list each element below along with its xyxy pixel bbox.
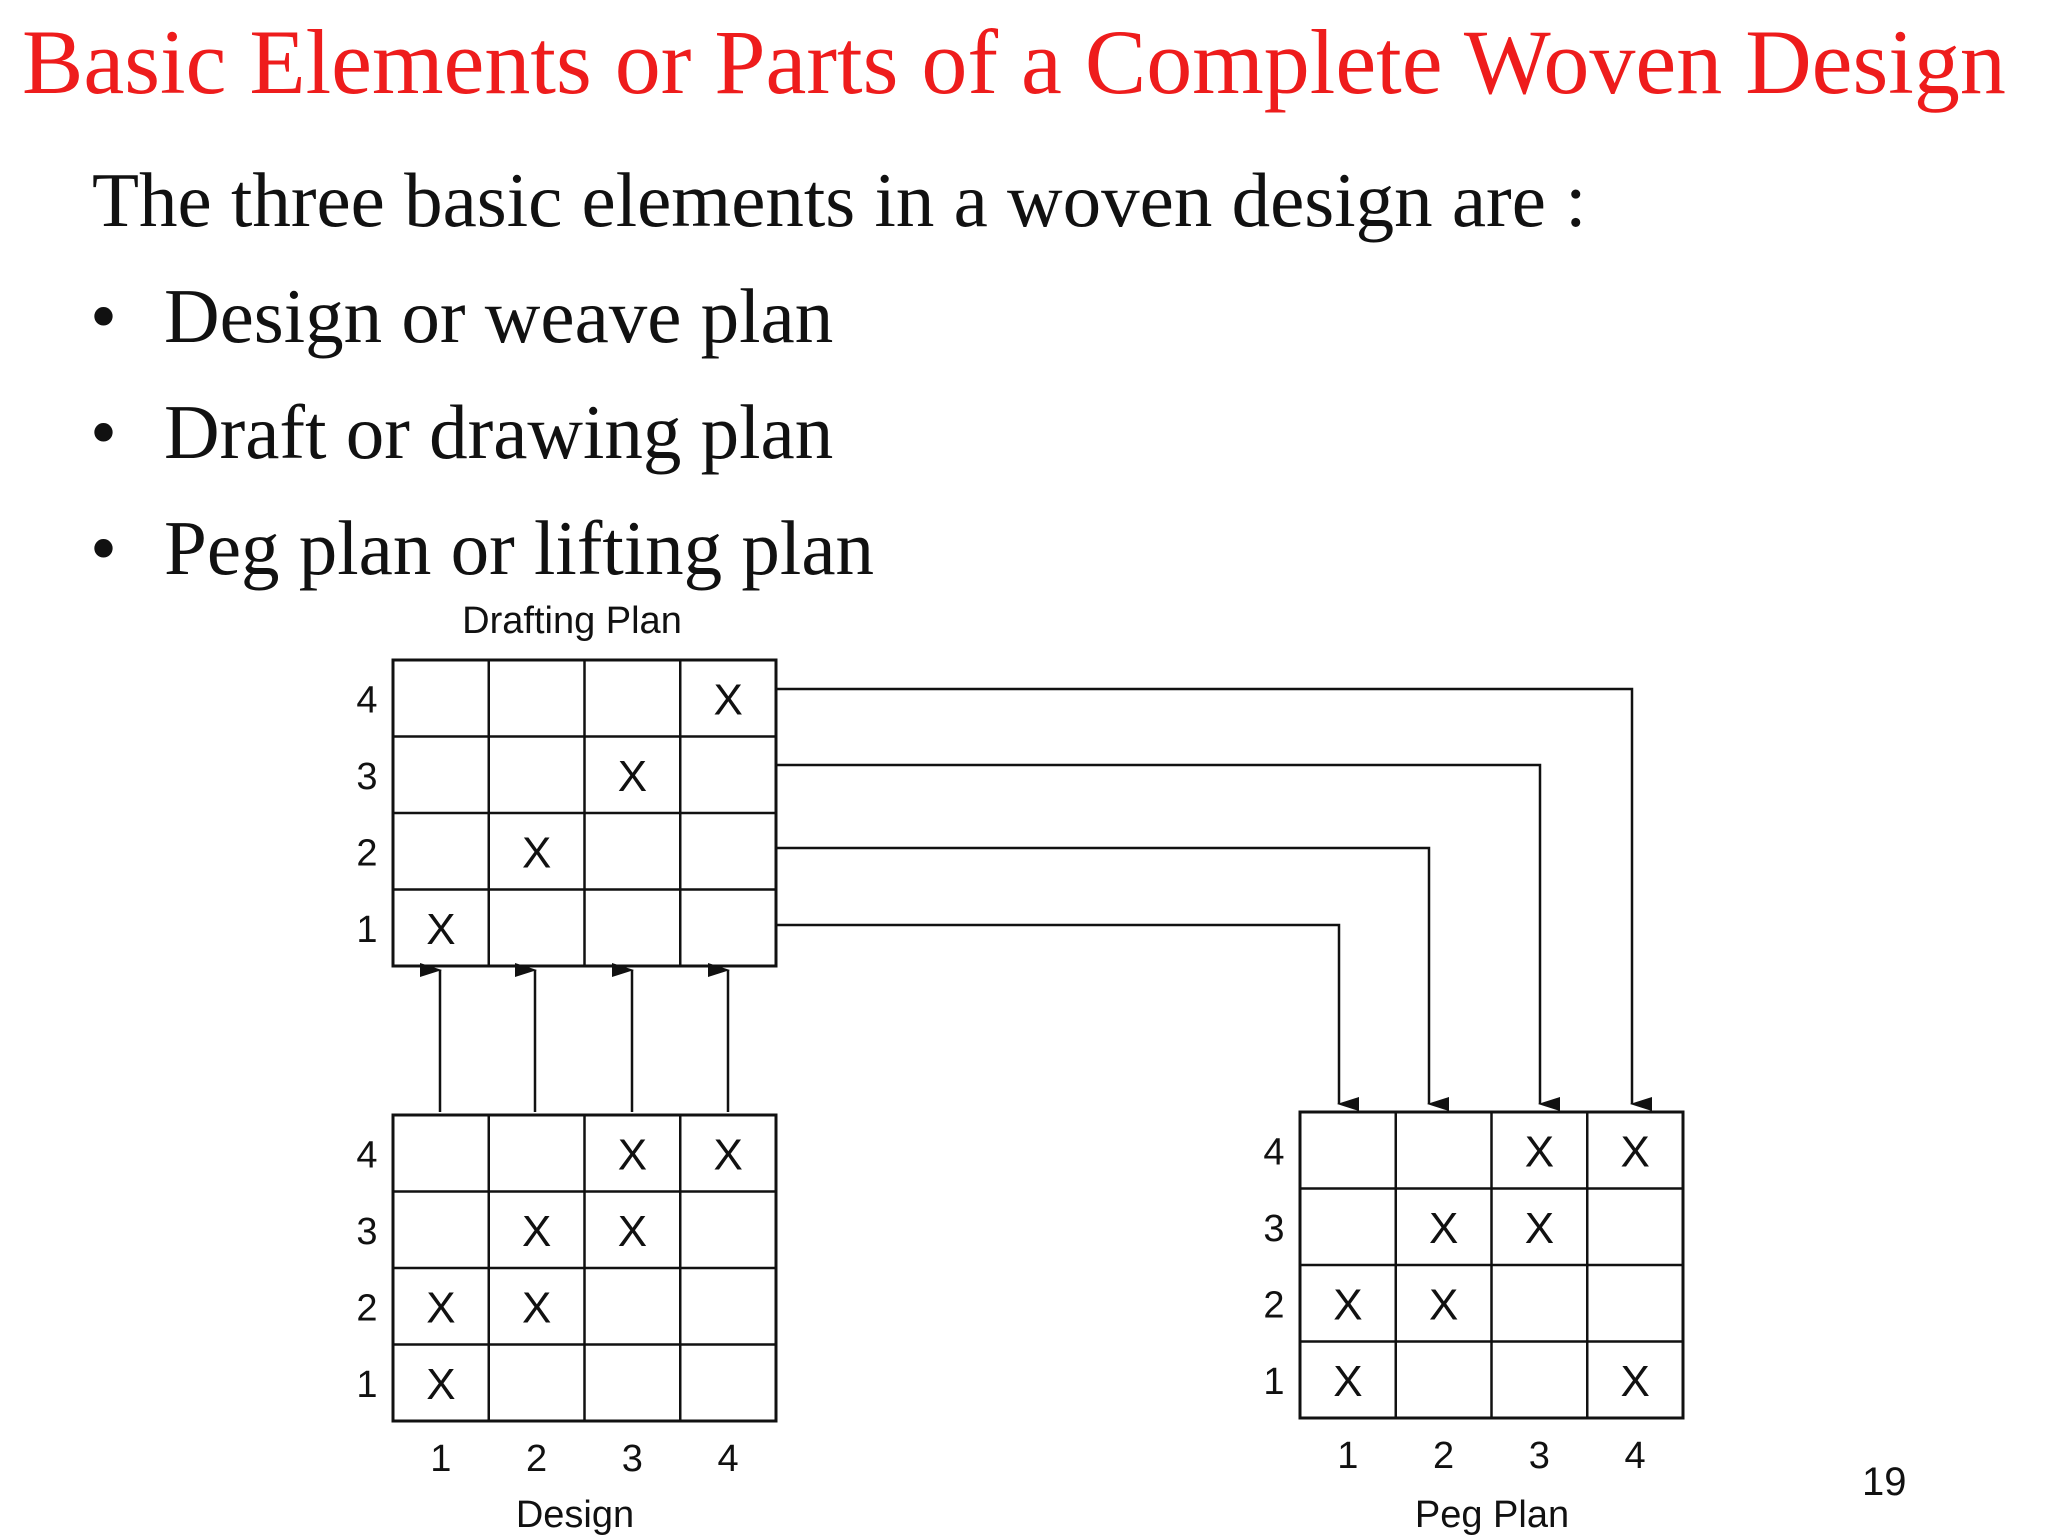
connector-shaft-1 (775, 923, 1359, 1111)
peg_plan-row-label: 3 (1263, 1208, 1284, 1250)
design-col-label: 3 (622, 1438, 643, 1480)
drafting_plan-row-label: 3 (356, 756, 377, 798)
page-number: 19 (1862, 1460, 1907, 1504)
bullet-dot: • (90, 505, 117, 591)
drafting-plan-title: Drafting Plan (462, 600, 682, 642)
drafting_plan-row-label: 1 (356, 909, 377, 951)
peg_plan-cell-r1-c4: X (1620, 1127, 1649, 1176)
drafting_plan-row-label: 2 (356, 832, 377, 874)
peg_plan-cell-r2-c3: X (1525, 1204, 1554, 1253)
design-title: Design (516, 1494, 634, 1536)
connector-shaft-2 (775, 846, 1449, 1111)
peg-plan-title: Peg Plan (1415, 1494, 1569, 1536)
peg_plan-col-label: 4 (1625, 1435, 1646, 1477)
bullet-text: Design or weave plan (164, 273, 834, 359)
bullet-dot: • (90, 273, 117, 359)
peg_plan-row-label: 2 (1263, 1284, 1284, 1326)
peg_plan-row-label: 4 (1263, 1131, 1284, 1173)
design-col-label: 1 (430, 1438, 451, 1480)
design-cell-r4-c1: X (426, 1360, 455, 1409)
peg_plan-row-label: 1 (1263, 1361, 1284, 1403)
design-cell-r2-c3: X (618, 1207, 647, 1256)
peg_plan-col-label: 3 (1529, 1435, 1550, 1477)
slide-title: Basic Elements or Parts of a Complete Wo… (22, 11, 2006, 113)
bullet-item-draft: •Draft or drawing plan (90, 394, 833, 471)
bullet-text: Peg plan or lifting plan (164, 505, 874, 591)
design-row-label: 3 (356, 1211, 377, 1253)
drafting_plan-row-label: 4 (356, 679, 377, 721)
connector-shaft-4 (775, 687, 1652, 1111)
connector-shaft-3 (775, 763, 1560, 1111)
bullet-item-peg: •Peg plan or lifting plan (90, 510, 874, 587)
peg_plan-cell-r2-c2: X (1429, 1204, 1458, 1253)
design-col-label: 2 (526, 1438, 547, 1480)
design-cell-r3-c1: X (426, 1283, 455, 1332)
design-cell-r1-c3: X (618, 1130, 647, 1179)
connector-arrows (420, 687, 1652, 1112)
design-row-label: 4 (356, 1134, 377, 1176)
bullet-dot: • (90, 389, 117, 475)
peg_plan-cell-r1-c3: X (1525, 1127, 1554, 1176)
peg_plan-cell-r3-c1: X (1333, 1280, 1362, 1329)
peg_plan-cell-r4-c1: X (1333, 1357, 1362, 1406)
design-row-label: 1 (356, 1364, 377, 1406)
bullet-item-design: •Design or weave plan (90, 278, 833, 355)
drafting_plan-cell-r3-c2: X (522, 828, 551, 877)
design-col-label: 4 (718, 1438, 739, 1480)
peg_plan-col-label: 1 (1337, 1435, 1358, 1477)
intro-text: The three basic elements in a woven desi… (92, 157, 1587, 243)
design-cell-r3-c2: X (522, 1283, 551, 1332)
peg_plan-cell-r3-c2: X (1429, 1280, 1458, 1329)
drafting-plan-grid: X X X X 4 3 2 1 (356, 658, 778, 968)
drafting_plan-cell-r1-c4: X (713, 675, 742, 724)
design-cell-r2-c2: X (522, 1207, 551, 1256)
peg_plan-col-label: 2 (1433, 1435, 1454, 1477)
design-cell-r1-c4: X (713, 1130, 742, 1179)
peg_plan-cell-r4-c4: X (1620, 1357, 1649, 1406)
drafting_plan-cell-r4-c1: X (426, 905, 455, 954)
bullet-text: Draft or drawing plan (164, 389, 834, 475)
drafting_plan-cell-r2-c3: X (618, 752, 647, 801)
design-row-label: 2 (356, 1287, 377, 1329)
